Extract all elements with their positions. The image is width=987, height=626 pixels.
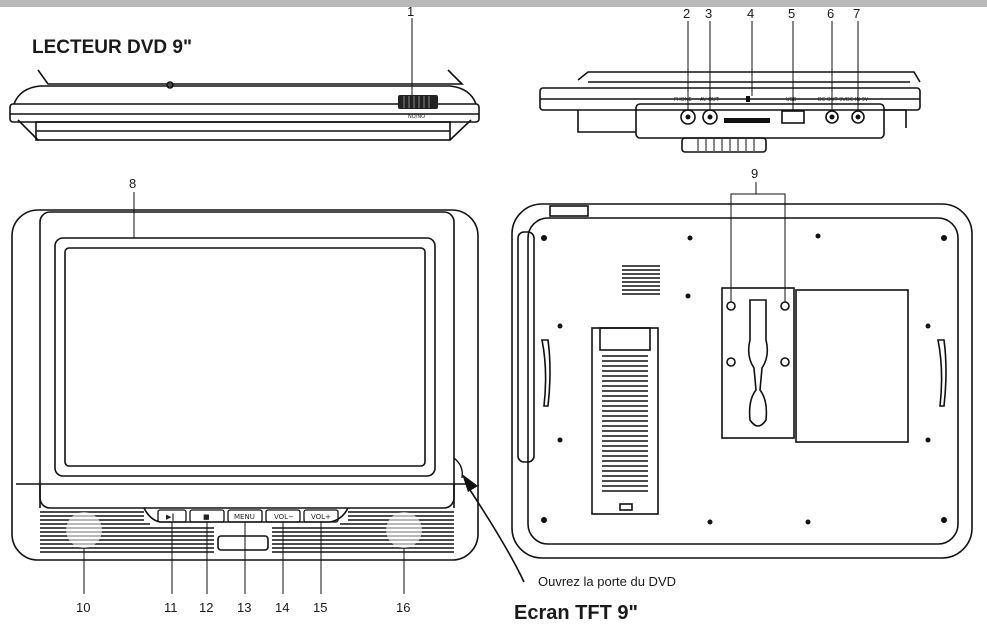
callout-9: 9 (751, 166, 758, 181)
callout-14: 14 (275, 600, 289, 615)
callout-1: 1 (407, 4, 414, 19)
header-strip (0, 0, 987, 7)
switch-label: NO/NO (408, 114, 425, 120)
leaders-top-right (687, 21, 859, 111)
callout-13: 13 (237, 600, 251, 615)
phone-label: PHONE (674, 97, 692, 103)
callout-2: 2 (683, 6, 690, 21)
callout-16: 16 (396, 600, 410, 615)
speaker-left (66, 512, 102, 548)
callout-5: 5 (788, 6, 795, 21)
leaders-bottom-left (83, 192, 405, 594)
vent-top (622, 265, 660, 295)
screws (541, 233, 947, 525)
front-view-player (11, 209, 479, 561)
dc-in-label: DC IN 9V (846, 97, 869, 103)
grip-stripes (697, 139, 755, 151)
callout-12: 12 (199, 600, 213, 615)
speaker-grille-right (272, 511, 454, 553)
leader-9 (730, 182, 786, 302)
dvd-door-caption: Ouvrez la porte du DVD (538, 574, 676, 589)
dvd-door-arrow (453, 457, 525, 583)
callout-10: 10 (76, 600, 90, 615)
title-ecran-tft: Ecran TFT 9" (514, 602, 638, 624)
stop-icon: ■ (203, 513, 210, 521)
back-view-player (511, 203, 973, 559)
menu-button-label: MENU (234, 513, 255, 521)
card-slot (724, 96, 770, 123)
side-view-player (539, 71, 921, 153)
speaker-grille-left (40, 511, 214, 553)
callout-15: 15 (313, 600, 327, 615)
vol-minus-label: VOL− (274, 513, 294, 521)
vol-plus-label: VOL+ (311, 513, 331, 521)
top-view-player (9, 69, 480, 141)
play-pause-icon: ▶‖ (166, 513, 175, 521)
mode-switch: NO/NO (398, 95, 438, 120)
speaker-right (386, 512, 422, 548)
callout-11: 11 (164, 600, 178, 615)
usb-label: USB (786, 97, 797, 103)
vent-bottom (602, 355, 648, 492)
mount-holes (726, 301, 790, 367)
callout-7: 7 (853, 6, 860, 21)
callout-6: 6 (827, 6, 834, 21)
title-lecteur-dvd: LECTEUR DVD 9" (32, 37, 192, 58)
callout-8: 8 (129, 176, 136, 191)
callout-3: 3 (705, 6, 712, 21)
callout-4: 4 (747, 6, 754, 21)
